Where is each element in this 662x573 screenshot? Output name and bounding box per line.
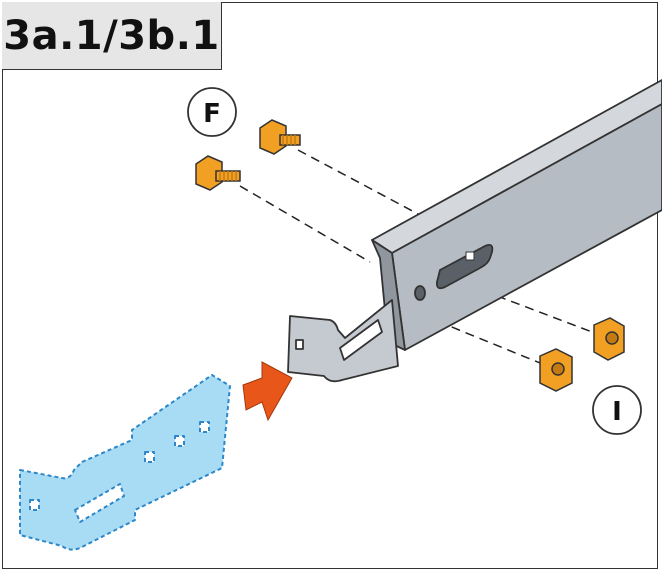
alignment-guides	[239, 149, 601, 366]
rail-slot	[436, 243, 494, 290]
rail-square-hole	[465, 251, 475, 261]
callout-bolts: F	[187, 87, 237, 137]
nut-1	[593, 317, 625, 361]
callout-bolts-letter: F	[203, 99, 221, 129]
callout-nuts-letter: I	[612, 397, 622, 427]
rail	[371, 79, 662, 351]
insertion-arrow	[242, 361, 293, 422]
front-bracket	[19, 374, 231, 551]
rail-round-hole	[414, 285, 426, 301]
step-label: 3a.1/3b.1	[2, 2, 222, 70]
rear-bracket	[287, 299, 399, 383]
nut-2	[539, 348, 573, 392]
bolt-1	[259, 119, 301, 155]
bolt-2	[195, 155, 241, 191]
callout-nuts: I	[592, 385, 642, 435]
